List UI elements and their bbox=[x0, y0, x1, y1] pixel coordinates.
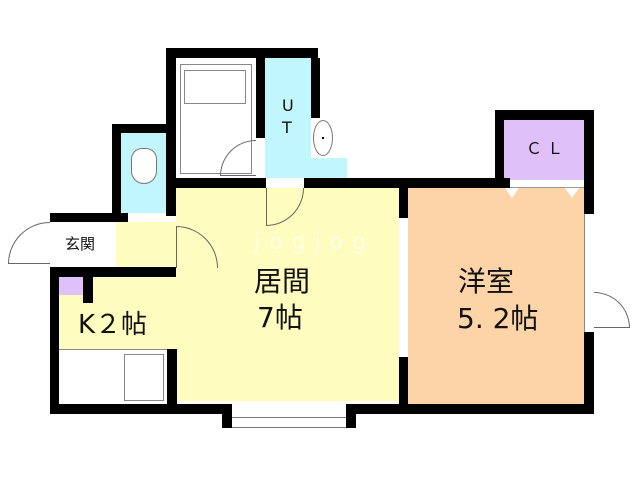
watermark: jogjog bbox=[254, 230, 376, 255]
bathtub bbox=[180, 64, 252, 174]
living-room-name: 居間 bbox=[254, 265, 311, 298]
western-room-size: 5. 2帖 bbox=[457, 302, 539, 335]
western-room-name: 洋室 bbox=[458, 265, 515, 298]
ut-label-t: T bbox=[282, 118, 292, 137]
closet-label: Ｃ Ｌ bbox=[526, 139, 564, 158]
living-room bbox=[176, 188, 402, 401]
kitchen-label: K２帖 bbox=[78, 310, 148, 340]
closet-hinge-left bbox=[505, 188, 519, 198]
side-opening bbox=[584, 214, 594, 332]
right-window bbox=[399, 218, 408, 357]
ut-label-u: U bbox=[282, 96, 294, 115]
entrance-label: 玄関 bbox=[65, 235, 96, 253]
hall-area bbox=[116, 222, 176, 267]
entrance bbox=[59, 222, 116, 267]
sink-outline bbox=[124, 354, 164, 401]
shoe-cabinet bbox=[59, 275, 83, 295]
toilet-icon bbox=[131, 148, 157, 184]
utility-room bbox=[265, 58, 311, 178]
western-room bbox=[408, 188, 584, 404]
living-room-size: 7帖 bbox=[257, 301, 303, 334]
kitchen-counter bbox=[59, 349, 175, 403]
balcony-door[interactable] bbox=[594, 292, 630, 328]
bathtub-inner bbox=[184, 70, 246, 104]
closet bbox=[504, 120, 584, 180]
closet-hinge-right bbox=[565, 188, 579, 198]
closet-door-strip bbox=[504, 180, 584, 188]
entrance-door[interactable] bbox=[8, 222, 50, 264]
bottom-window bbox=[232, 404, 346, 428]
washbasin-icon bbox=[313, 120, 333, 156]
washbasin-bottom bbox=[311, 158, 347, 178]
